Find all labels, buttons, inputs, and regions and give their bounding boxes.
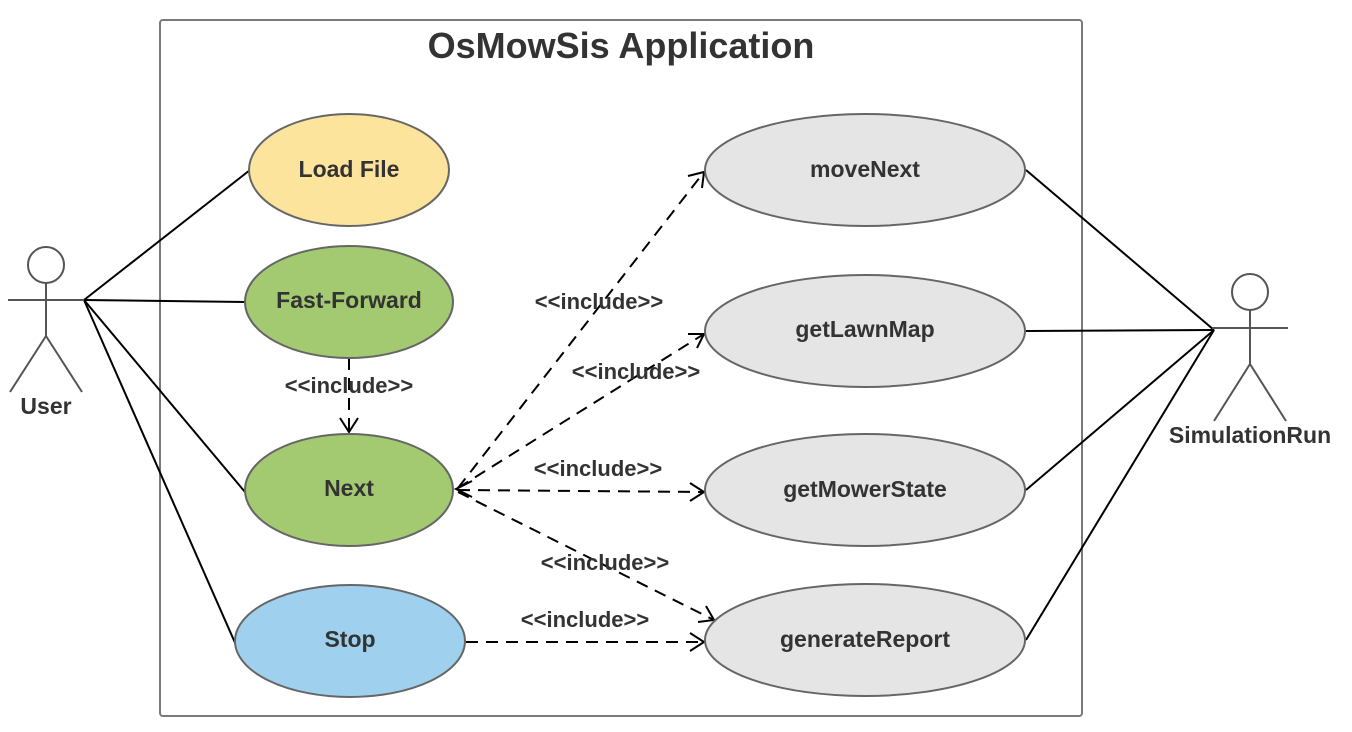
association-simulationrun-getmowerstate (1025, 329, 1215, 491)
include-arrowhead-stop-generatereport (689, 632, 706, 652)
association-user-next (83, 299, 246, 493)
include-arrowhead-next-source (453, 480, 473, 498)
use-case-loadfile[interactable]: Load File (248, 113, 450, 227)
use-case-movenext-label: moveNext (810, 156, 920, 182)
use-case-generatereport-label: generateReport (780, 626, 950, 652)
include-label-next-getmowerstate: <<include>> (534, 456, 662, 481)
use-case-getlawnmap-label: getLawnMap (795, 316, 934, 342)
use-case-next-shape (244, 433, 454, 547)
include-line-next-getmowerstate (457, 489, 705, 493)
use-cases: Load File Fast-Forward Next Stop moveNex… (234, 113, 1026, 698)
use-case-stop-label: Stop (324, 626, 375, 652)
associations (83, 169, 1215, 646)
use-case-fastforward-shape (244, 245, 454, 359)
use-case-generatereport[interactable]: generateReport (704, 583, 1026, 697)
use-case-getmowerstate-shape (704, 433, 1026, 547)
actor-user-label: User (20, 393, 71, 419)
use-case-stop[interactable]: Stop (234, 584, 466, 698)
include-label-next-generatereport: <<include>> (541, 550, 669, 575)
include-line-next-generatereport (457, 491, 715, 621)
use-case-fastforward-label: Fast-Forward (276, 287, 422, 313)
actor-simulationrun: SimulationRun (1169, 273, 1331, 448)
use-case-loadfile-label: Load File (299, 156, 400, 182)
use-case-getmowerstate[interactable]: getMowerState (704, 433, 1026, 547)
include-arrowhead-next-movenext (687, 170, 706, 189)
use-case-next-label: Next (324, 475, 374, 501)
use-case-next[interactable]: Next (244, 433, 454, 547)
system-title: OsMowSis Application (428, 25, 815, 66)
association-user-fastforward (83, 299, 246, 303)
include-label-stop-generatereport: <<include>> (521, 607, 649, 632)
use-case-getlawnmap-shape (704, 274, 1026, 388)
include-label-fastforward-next: <<include>> (285, 373, 413, 398)
include-arrowhead-next-generatereport (697, 605, 716, 623)
include-arrowhead-next-getmowerstate (689, 482, 706, 502)
include-dependencies (339, 170, 716, 652)
actor-user: User (8, 246, 84, 419)
include-line-next-getlawnmap (457, 333, 705, 489)
include-label-next-getlawnmap: <<include>> (572, 359, 700, 384)
use-case-getlawnmap[interactable]: getLawnMap (704, 274, 1026, 388)
use-case-loadfile-shape (248, 113, 450, 227)
association-simulationrun-movenext (1025, 169, 1215, 331)
use-case-stop-shape (234, 584, 466, 698)
use-case-getmowerstate-label: getMowerState (783, 476, 947, 502)
association-user-loadfile (83, 169, 251, 301)
association-simulationrun-generatereport (1025, 329, 1215, 641)
include-line-next-movenext (457, 171, 705, 489)
include-arrowhead-next-getlawnmap (688, 333, 706, 349)
include-labels: <<include>> <<include>> <<include>> <<in… (285, 289, 700, 632)
association-user-stop (83, 299, 237, 646)
use-case-movenext-shape (704, 113, 1026, 227)
use-case-fastforward[interactable]: Fast-Forward (244, 245, 454, 359)
actor-user-icon (8, 246, 84, 393)
actor-simulationrun-icon (1212, 273, 1288, 422)
include-label-next-movenext: <<include>> (535, 289, 663, 314)
include-arrowhead-fastforward-next (339, 417, 359, 434)
actor-simulationrun-label: SimulationRun (1169, 422, 1331, 448)
association-simulationrun-getlawnmap (1025, 329, 1215, 332)
use-case-generatereport-shape (704, 583, 1026, 697)
use-case-movenext[interactable]: moveNext (704, 113, 1026, 227)
